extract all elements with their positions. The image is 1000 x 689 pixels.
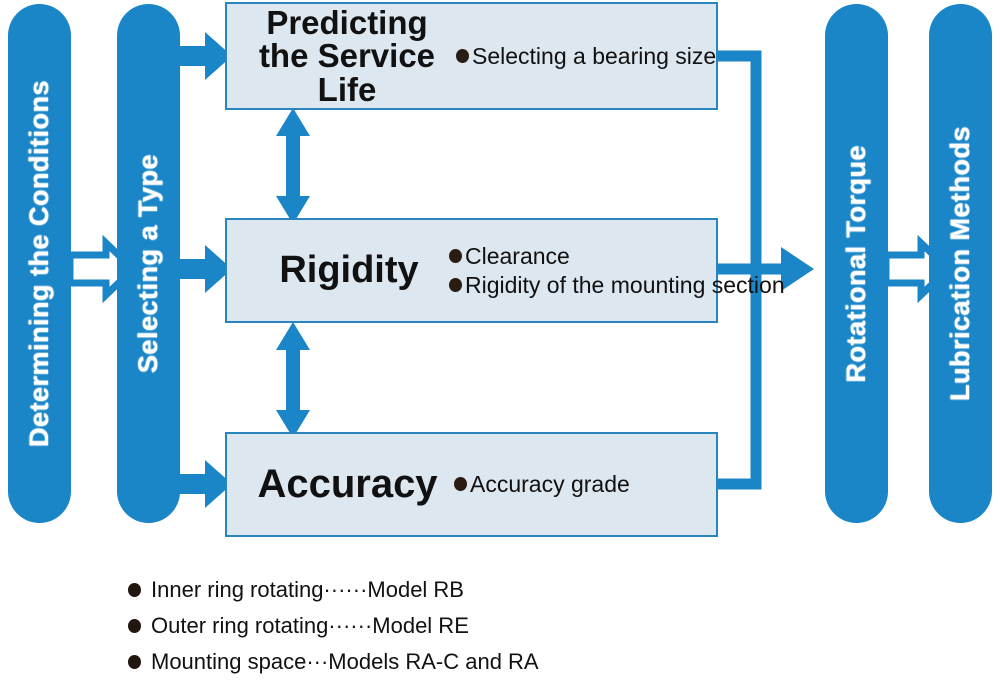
- stage-pill-selecting-a-type[interactable]: Selecting a Type: [117, 4, 180, 523]
- criteria-bullet-list-rigidity: Clearance Rigidity of the mounting secti…: [449, 242, 785, 298]
- bullet-dot-icon: [456, 48, 469, 63]
- legend-item: Mounting space···Models RA-C and RA: [128, 644, 648, 680]
- bullet-dot-icon: [449, 277, 462, 292]
- stage-label-rotational-torque: Rotational Torque: [841, 144, 871, 383]
- criteria-box-predicting-the-service-life[interactable]: Predicting the Service Life Selecting a …: [225, 2, 718, 110]
- legend-item-text: Inner ring rotating······Model RB: [151, 577, 464, 602]
- criteria-bullet-text: Accuracy grade: [470, 471, 630, 498]
- criteria-bullet-text: Rigidity of the mounting section: [465, 271, 785, 298]
- criteria-title-accuracy: Accuracy: [257, 462, 438, 507]
- stage-label-determining-the-conditions: Determining the Conditions: [24, 80, 54, 447]
- arrow-service-life-rigidity-bidirectional: [276, 108, 310, 224]
- criteria-bullet-text: Selecting a bearing size: [472, 42, 717, 69]
- stage-pill-determining-the-conditions[interactable]: Determining the Conditions: [8, 4, 71, 523]
- criteria-bullet-item: Accuracy grade: [454, 470, 716, 498]
- stage-pill-lubrication-methods[interactable]: Lubrication Methods: [929, 4, 992, 523]
- bullet-dot-icon: [449, 249, 462, 264]
- criteria-bullet-list-predicting-the-service-life: Selecting a bearing size: [456, 42, 716, 70]
- criteria-bullet-item: Clearance: [449, 242, 785, 270]
- criteria-title-predicting-the-service-life: Predicting the Service Life: [258, 3, 436, 108]
- legend: Inner ring rotating······Model RB Outer …: [128, 572, 648, 680]
- criteria-bullet-text: Clearance: [465, 243, 570, 270]
- criteria-bullet-item: Rigidity of the mounting section: [449, 271, 785, 299]
- stage-pill-rotational-torque[interactable]: Rotational Torque: [825, 4, 888, 523]
- legend-item-text: Outer ring rotating······Model RE: [151, 613, 469, 638]
- legend-item-text: Mounting space···Models RA-C and RA: [151, 649, 539, 674]
- criteria-bullet-item: Selecting a bearing size: [456, 42, 716, 70]
- legend-item: Outer ring rotating······Model RE: [128, 608, 648, 644]
- criteria-box-accuracy[interactable]: Accuracy Accuracy grade: [225, 432, 718, 537]
- bullet-dot-icon: [128, 583, 141, 597]
- legend-item: Inner ring rotating······Model RB: [128, 572, 648, 608]
- bullet-dot-icon: [128, 619, 141, 633]
- bullet-dot-icon: [454, 477, 467, 492]
- bullet-dot-icon: [128, 655, 141, 669]
- criteria-title-rigidity: Rigidity: [279, 249, 419, 292]
- arrow-type-to-accuracy: [178, 460, 232, 508]
- criteria-bullet-list-accuracy: Accuracy grade: [454, 470, 716, 498]
- arrow-type-to-rigidity: [178, 245, 232, 293]
- criteria-box-rigidity[interactable]: Rigidity Clearance Rigidity of the mount…: [225, 218, 785, 323]
- arrow-type-to-service-life: [178, 32, 232, 80]
- stage-label-selecting-a-type: Selecting a Type: [133, 153, 163, 374]
- stage-label-lubrication-methods: Lubrication Methods: [945, 126, 975, 401]
- arrow-rigidity-accuracy-bidirectional: [276, 322, 310, 438]
